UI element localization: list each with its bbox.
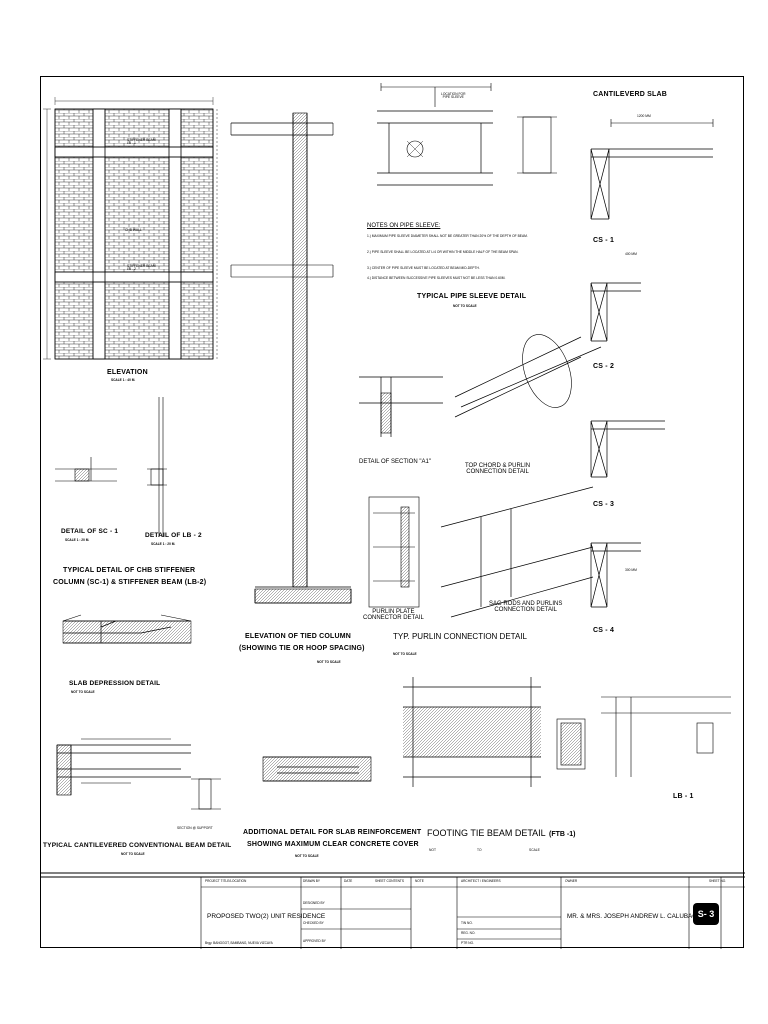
sc1-lb2-details <box>55 397 167 537</box>
lb1-label: LB - 1 <box>673 793 694 800</box>
tied-column-title: ELEVATION OF TIED COLUMN <box>245 633 352 640</box>
typ-purlin-title: TYP. PURLIN CONNECTION DETAIL <box>393 632 527 641</box>
tb-project-label: PROJECT TITLE/LOCATION <box>205 879 247 883</box>
section-support-label: SECTION @ SUPPORT <box>177 826 213 830</box>
cs1-label: CS - 1 <box>593 237 615 244</box>
top-chord-purlin <box>454 334 602 418</box>
footing-nts-2: TO <box>477 848 482 852</box>
tb-drawn-by: DRAWN BY <box>303 879 321 883</box>
tied-column <box>230 112 352 604</box>
tb-sheet-contents: SHEET CONTENTS <box>375 879 404 883</box>
tied-column-scale: NOT TO SCALE <box>317 660 341 664</box>
pipe-note-1: 1.) MAXIMUM PIPE SLEEVE DIAMETER SHALL N… <box>367 234 528 238</box>
tied-column-subtitle: (SHOWING TIE OR HOOP SPACING) <box>239 645 365 652</box>
cantilevered-slabs <box>590 119 714 608</box>
footing-nts-3: SCALE <box>529 848 540 852</box>
lb2-title: DETAIL OF LB - 2 <box>145 532 202 539</box>
sc1-scale: SCALE 1 : 20 M. <box>65 538 90 542</box>
slab-cover-detail <box>262 756 372 782</box>
tb-project-title: PROPOSED TWO(2) UNIT RESIDENCE <box>207 913 326 920</box>
tb-owner-label: OWNER <box>565 879 578 883</box>
pipe-note-4: 4.) DISTANCE BETWEEN SUCCESSIVE PIPE SLE… <box>367 276 506 280</box>
slab-depression-title: SLAB DEPRESSION DETAIL <box>69 680 161 687</box>
footing-tie-code: (FTB -1) <box>549 831 576 838</box>
title-block-lines <box>41 872 745 949</box>
sag-rods <box>440 486 594 618</box>
footing-tie-title: FOOTING TIE BEAM DETAIL <box>427 828 546 838</box>
cs2-label: CS - 2 <box>593 363 615 370</box>
sc1-title: DETAIL OF SC - 1 <box>61 528 119 535</box>
pipe-sleeve-title: TYPICAL PIPE SLEEVE DETAIL <box>417 293 527 300</box>
pipe-note-2: 2.) PIPE SLEEVE SHALL BE LOCATED AT L/4 … <box>367 250 519 254</box>
purlin-plate <box>368 496 420 608</box>
tb-sheet-no: S- 3 <box>693 903 719 925</box>
lb2-scale: SCALE 1 : 20 M. <box>151 542 176 546</box>
additional-detail-title: ADDITIONAL DETAIL FOR SLAB REINFORCEMENT <box>243 829 422 836</box>
tb-sheet-no-label: SHEET NO. <box>709 879 727 883</box>
cantilever-beam-title: TYPICAL CANTILEVERED CONVENTIONAL BEAM D… <box>43 842 232 849</box>
cantilever-beam-scale: NOT TO SCALE <box>121 852 145 856</box>
pipe-note-3: 3.) CENTER OF PIPE SLEEVE MUST BE LOCATE… <box>367 266 480 270</box>
tb-approved-by: APPROVED BY <box>303 939 326 943</box>
pipe-sleeve-scale: NOT TO SCALE <box>453 304 477 308</box>
cantilever-beam <box>56 738 221 810</box>
cantilevered-slab-title: CANTILEVERD SLAB <box>593 91 667 98</box>
lb1-detail <box>601 696 731 777</box>
elevation-scale: SCALE 1 : 40 M. <box>111 378 136 382</box>
tb-ptr: PTR NO. <box>461 941 474 945</box>
chb-stiffener-title-2: COLUMN (SC-1) & STIFFENER BEAM (LB-2) <box>53 579 207 586</box>
purlin-plate-title: PURLIN PLATE CONNECTOR DETAIL <box>363 609 424 621</box>
cs3-label: CS - 3 <box>593 501 615 508</box>
stiffener-beam-lb2-label: STIFFENER BEAM LB - 2 <box>127 264 156 272</box>
pipe-notes-heading: NOTES ON PIPE SLEEVE: <box>367 223 441 229</box>
tb-architect: ARCHITECT / ENGINEERS <box>461 879 501 883</box>
chb-stiffener-title-1: TYPICAL DETAIL OF CHB STIFFENER <box>63 567 196 574</box>
footing-nts-1: NOT <box>429 848 436 852</box>
tb-location: Brgy. BANGGOT, BAMBANG, NUEVA VIZCAYA <box>205 941 273 945</box>
dim-300: 300 MM <box>625 568 637 572</box>
elevation-title: ELEVATION <box>107 369 148 376</box>
slab-depression <box>62 614 192 644</box>
detail-a1 <box>359 376 443 437</box>
additional-detail-scale: NOT TO SCALE <box>295 854 319 858</box>
drawing-lines <box>41 83 745 949</box>
sag-rods-title: SAG RODS AND PURLINS CONNECTION DETAIL <box>489 601 563 613</box>
dim-1200: 1200 MM <box>637 114 651 118</box>
detail-a1-title: DETAIL OF SECTION "A1" <box>359 459 431 465</box>
top-chord-title: TOP CHORD & PURLIN CONNECTION DETAIL <box>465 463 531 475</box>
pipe-sleeve-detail <box>377 83 557 186</box>
stiffener-beam-lb1-label: STIFFENER BEAM LB - 1 <box>127 138 156 146</box>
tb-owner: MR. & MRS. JOSEPH ANDREW L. CALUBAQUIB <box>567 913 708 920</box>
slab-depression-scale: NOT TO SCALE <box>71 690 95 694</box>
drawing-sheet: ELEVATION SCALE 1 : 40 M. CHB WALL STIFF… <box>40 76 745 949</box>
typ-purlin-scale: NOT TO SCALE <box>393 652 417 656</box>
pipe-location-label: LOCATION FOR PIPE SLEEVE <box>441 92 466 100</box>
tb-reg: REG. NO. <box>461 931 476 935</box>
tb-tin: TIN NO. <box>461 921 473 925</box>
chb-wall-label: CHB WALL <box>125 228 142 232</box>
dim-400: 400 MM <box>625 252 637 256</box>
tb-date: DATE <box>344 879 353 883</box>
footing-tie-beam <box>403 677 586 787</box>
tb-note: NOTE <box>415 879 424 883</box>
tb-checked-by: CHECKED BY <box>303 921 324 925</box>
cs4-label: CS - 4 <box>593 627 615 634</box>
chb-elevation <box>43 97 218 360</box>
tb-designed-by: DESIGNED BY <box>303 901 325 905</box>
additional-detail-subtitle: SHOWING MAXIMUM CLEAR CONCRETE COVER <box>247 841 419 848</box>
